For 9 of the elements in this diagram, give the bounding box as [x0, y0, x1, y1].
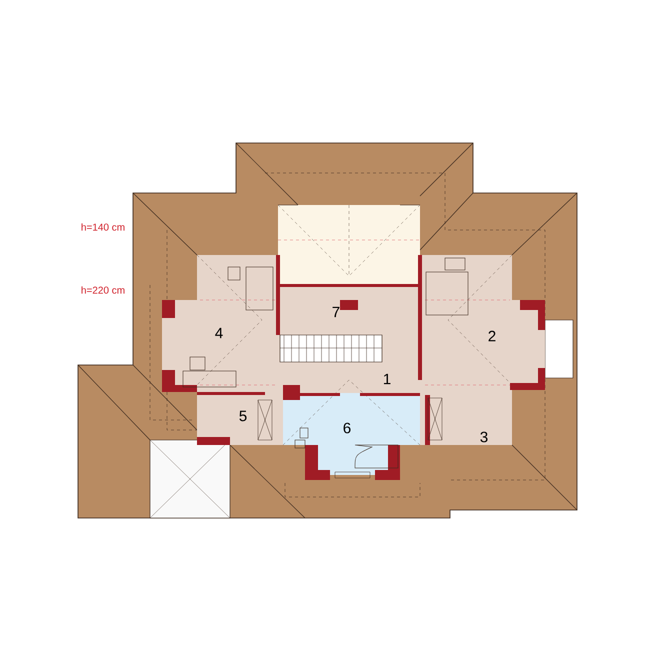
- height-label: h=220 cm: [82, 286, 124, 294]
- room-number: 7: [332, 306, 340, 318]
- height-label: h=140 cm: [82, 223, 124, 231]
- room-number: 3: [480, 432, 488, 442]
- room-number: 6: [344, 422, 351, 434]
- room-number: 1: [384, 374, 390, 384]
- room-number: 2: [488, 330, 496, 342]
- room-number: 4: [215, 328, 223, 338]
- room-number: 5: [239, 410, 247, 422]
